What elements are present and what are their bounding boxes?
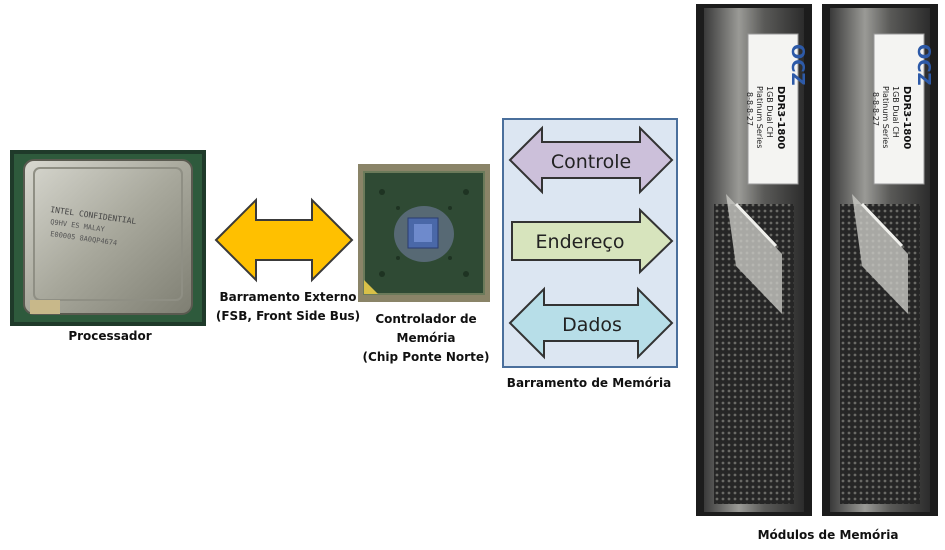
control-arrow-label: Controle [551,151,631,173]
external-bus-label: Barramento Externo (FSB, Front Side Bus) [208,288,368,326]
address-arrow: Endereço [511,207,674,275]
control-arrow: Controle [508,125,674,195]
memory-modules-label: Módulos de Memória [757,528,899,542]
ram1-timings: 8-8-8-27 [745,92,754,126]
cpu-chip-graphic: INTEL CONFIDENTIAL Q9HV ES MALAY E00005 … [10,150,206,326]
processor-image: INTEL CONFIDENTIAL Q9HV ES MALAY E00005 … [10,150,206,326]
memory-controller-label: Controlador de Memória (Chip Ponte Norte… [356,310,496,367]
external-bus-label-line2: (FSB, Front Side Bus) [215,309,361,323]
external-bus-label-line1: Barramento Externo [219,290,357,304]
memory-controller-image [358,164,490,302]
ram1-brand: OCZ [787,44,808,86]
northbridge-chip-graphic [358,164,490,302]
data-arrow: Dados [508,286,674,360]
memory-module-2: OCZ DDR3-1800 1GB Dual CH Platinum Serie… [822,4,938,516]
ram2-model: DDR3-1800 [901,86,912,149]
memory-module-1: OCZ DDR3-1800 1GB Dual CH Platinum Serie… [696,4,812,516]
ram2-brand: OCZ [913,44,934,86]
ram1-capacity: 1GB Dual CH [765,86,774,138]
ram1-series: Platinum Series [755,86,764,148]
ram2-capacity: 1GB Dual CH [891,86,900,138]
memory-controller-label-line1: Controlador de [375,312,477,326]
ram2-timings: 8-8-8-27 [871,92,880,126]
data-arrow-label: Dados [562,314,622,336]
ram1-model: DDR3-1800 [775,86,786,149]
address-arrow-label: Endereço [536,231,625,253]
external-bus-arrow [214,197,354,283]
memory-bus-label: Barramento de Memória [506,376,672,390]
ram2-series: Platinum Series [881,86,890,148]
processor-label: Processador [68,329,152,343]
memory-controller-label-line2: Memória [396,331,456,345]
memory-controller-label-line3: (Chip Ponte Norte) [362,350,490,364]
